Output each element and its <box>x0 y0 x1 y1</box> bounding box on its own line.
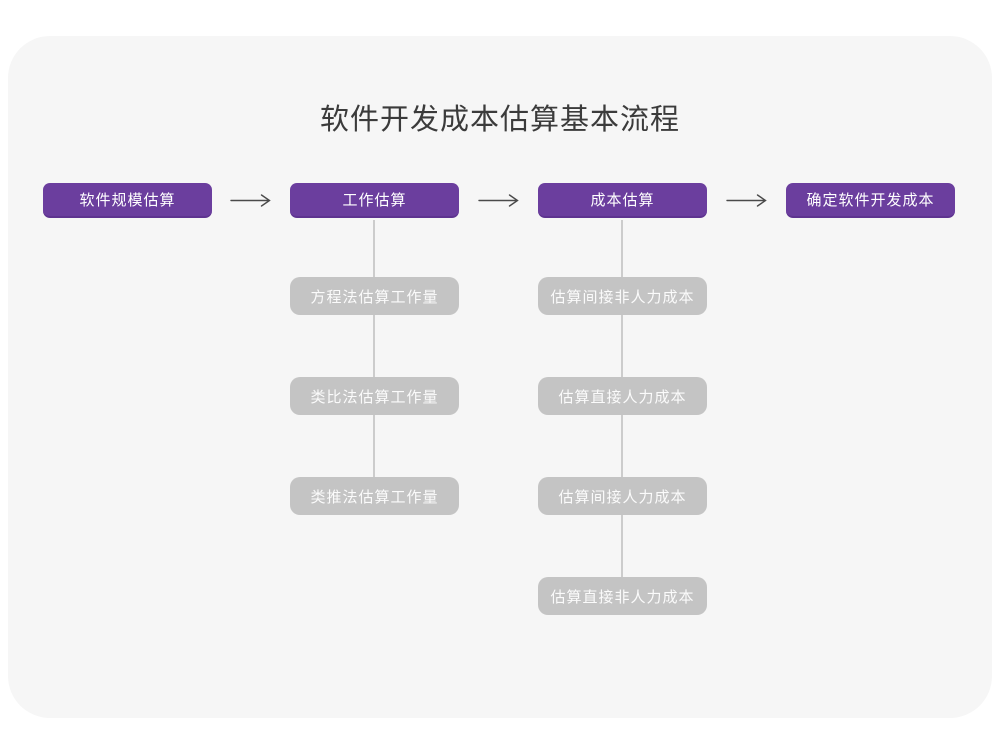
sub-box-extrapolation-method: 类推法估算工作量 <box>290 477 459 515</box>
diagram-title: 软件开发成本估算基本流程 <box>319 104 680 136</box>
sub-box-indirect-nonlabor-cost: 估算间接非人力成本 <box>538 277 707 315</box>
diagram-card <box>8 36 992 718</box>
right-arrow-icon <box>478 194 519 207</box>
sub-box-analogy-method: 类比法估算工作量 <box>290 377 459 415</box>
connector-line-work-estimation <box>373 220 375 496</box>
stage-box-work-estimation: 工作估算 <box>290 183 459 218</box>
stage-box-software-scale-estimation: 软件规模估算 <box>43 183 212 218</box>
sub-box-indirect-labor-cost: 估算间接人力成本 <box>538 477 707 515</box>
sub-box-direct-nonlabor-cost: 估算直接非人力成本 <box>538 577 707 615</box>
stage-box-cost-estimation: 成本估算 <box>538 183 707 218</box>
sub-box-equation-method: 方程法估算工作量 <box>290 277 459 315</box>
right-arrow-icon <box>230 194 271 207</box>
sub-box-direct-labor-cost: 估算直接人力成本 <box>538 377 707 415</box>
right-arrow-icon <box>726 194 767 207</box>
stage-box-determine-development-cost: 确定软件开发成本 <box>786 183 955 218</box>
